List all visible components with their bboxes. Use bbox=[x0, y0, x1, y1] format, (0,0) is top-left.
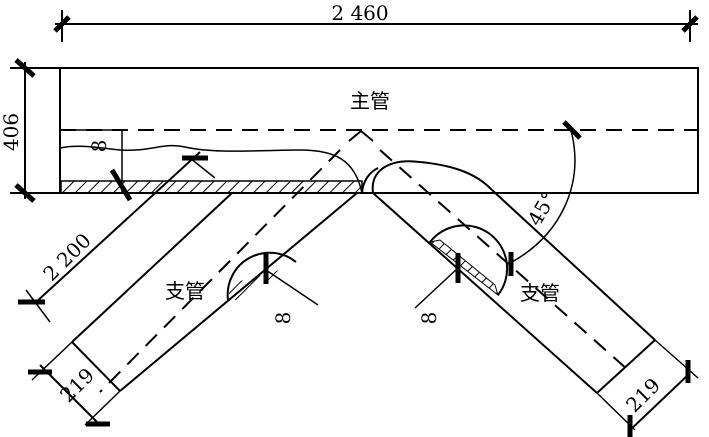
main-pipe-label: 主管 bbox=[350, 89, 390, 113]
left-branch-diameter-label: 219 bbox=[55, 363, 99, 407]
dimension-left-wall: 8 bbox=[265, 269, 319, 325]
dimension-angle: 45° bbox=[508, 120, 582, 276]
branch-pipe-left: 支管 bbox=[71, 149, 358, 393]
dimension-total-length: 2 460 bbox=[53, 1, 699, 42]
dimension-left-branch-diameter: 219 bbox=[28, 341, 121, 427]
dimension-right-wall: 8 bbox=[414, 267, 459, 325]
left-wall-label: 8 bbox=[271, 312, 295, 325]
branch-pipe-right: 支管 bbox=[361, 149, 656, 394]
main-wall-label: 8 bbox=[87, 140, 111, 153]
branch-left-label: 支管 bbox=[165, 279, 205, 303]
main-diameter-label: 406 bbox=[0, 113, 23, 151]
dimension-main-diameter: 406 bbox=[0, 58, 60, 203]
branch-length-label: 2 200 bbox=[38, 228, 95, 285]
right-branch-diameter-label: 219 bbox=[621, 373, 665, 417]
dimension-main-wall: 8 bbox=[60, 129, 123, 193]
total-length-label: 2 460 bbox=[331, 1, 388, 25]
right-wall-label: 8 bbox=[417, 312, 441, 325]
branch-right-label: 支管 bbox=[520, 281, 560, 305]
main-pipe: 主管 bbox=[59, 67, 699, 194]
junction-apex bbox=[348, 129, 374, 142]
dimension-right-branch-diameter: 219 bbox=[596, 339, 699, 437]
